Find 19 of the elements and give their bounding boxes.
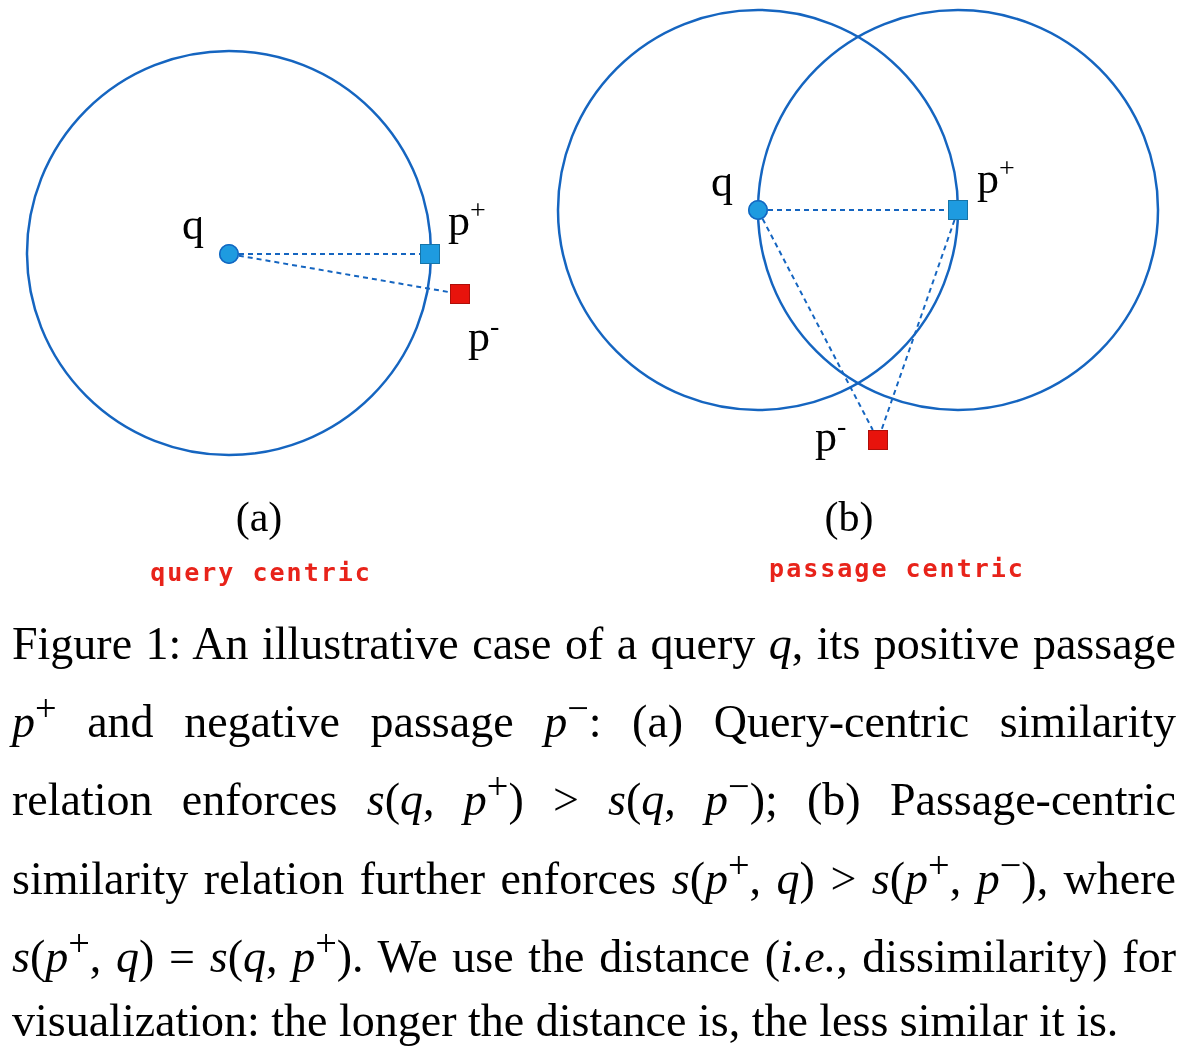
point-label: q: [182, 203, 204, 247]
point-marker: [748, 200, 768, 220]
point-label: p$^{+}$: [448, 196, 486, 243]
dashed-line: [761, 217, 874, 431]
square-marker: [420, 244, 440, 264]
annotation-text: passage centric: [769, 554, 1025, 583]
point-label: q: [711, 160, 733, 204]
point-label: p$^{-}$: [468, 312, 500, 359]
subfigure-label: (a): [235, 493, 283, 541]
point-label: p$^{+}$: [977, 154, 1015, 201]
point-label: p$^{-}$: [815, 412, 847, 459]
square-marker: [450, 284, 470, 304]
square-marker: [948, 200, 968, 220]
square-marker: [868, 430, 888, 450]
point-marker: [219, 244, 239, 264]
dashed-line: [237, 254, 451, 294]
annotation-text: query centric: [150, 558, 372, 587]
subfigure-label: (b): [824, 493, 874, 541]
dashed-line: [880, 219, 956, 431]
